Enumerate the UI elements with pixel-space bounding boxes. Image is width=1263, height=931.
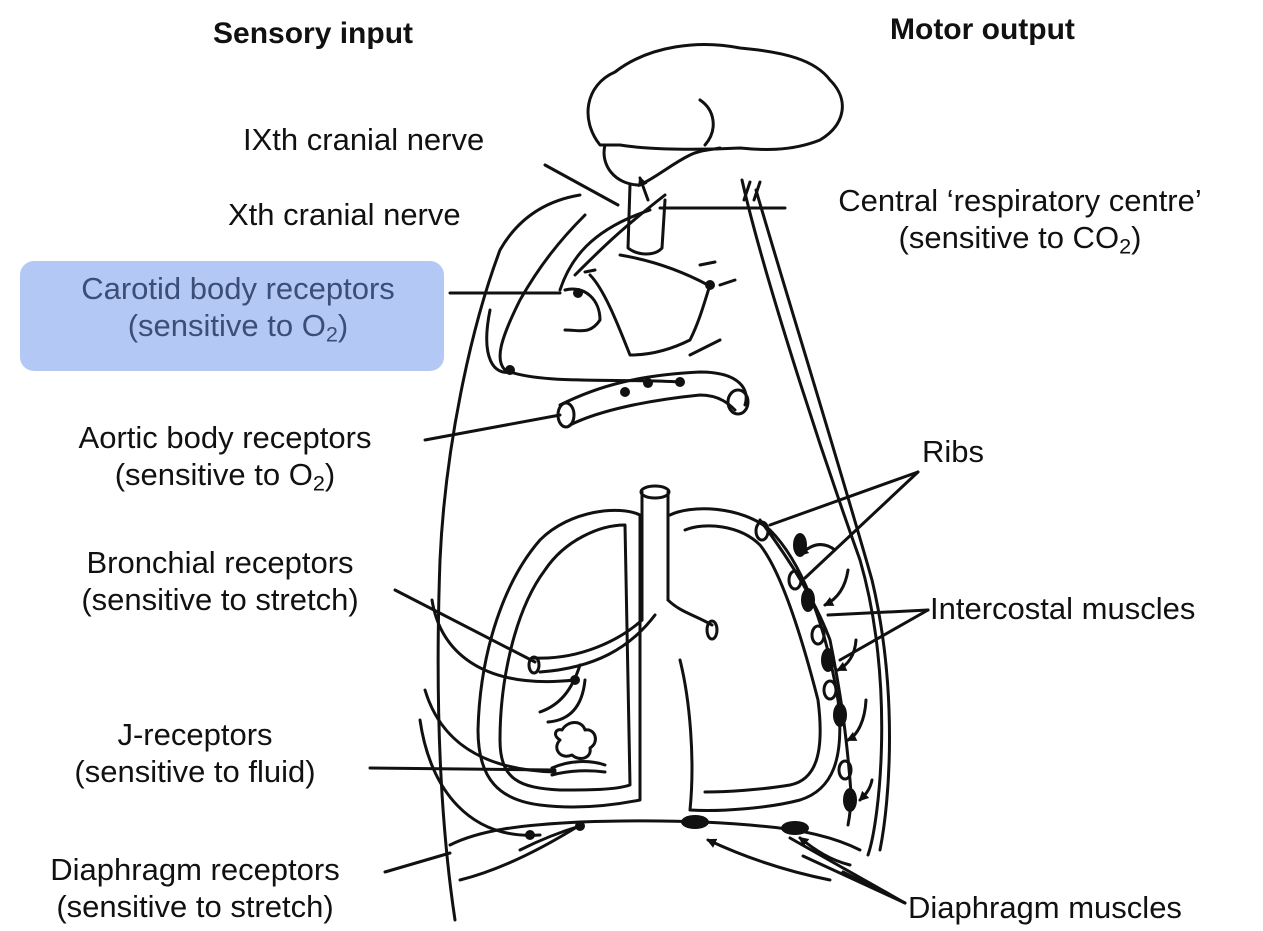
carotid-artery: [565, 289, 600, 331]
ribs-label: Ribs: [922, 434, 984, 471]
trachea: [642, 492, 668, 620]
diaphragm-receptors-line1: Diaphragm receptors: [0, 852, 390, 889]
central-line2-end: ): [1131, 220, 1141, 255]
j-receptors-line1: J-receptors: [30, 717, 360, 754]
diaphragm-muscle: [681, 815, 709, 829]
bronchial-line2: (sensitive to stretch): [20, 582, 420, 619]
j-receptors-line2: (sensitive to fluid): [30, 754, 360, 791]
central-respiratory-centre-label: Central ‘respiratory centre’ (sensitive …: [785, 183, 1255, 256]
aortic-line2: (sensitive to O: [115, 457, 313, 492]
j-receptors-label: J-receptors (sensitive to fluid): [30, 717, 360, 790]
carotid-line2-end: ): [338, 308, 348, 343]
tenth-cranial-nerve-label: Xth cranial nerve: [228, 197, 461, 234]
carotid-line2: (sensitive to O: [128, 308, 326, 343]
central-line2: (sensitive to CO: [899, 220, 1120, 255]
body-outline-right-inner: [756, 190, 890, 850]
aortic-line2-end: ): [325, 457, 335, 492]
brainstem: [604, 145, 720, 185]
carotid-body-label: Carotid body receptors (sensitive to O2): [38, 271, 438, 344]
central-sub: 2: [1119, 233, 1131, 258]
carotid-line1: Carotid body receptors: [38, 271, 438, 308]
diaphragm-receptors-label: Diaphragm receptors (sensitive to stretc…: [0, 852, 390, 925]
brain: [588, 45, 842, 150]
aortic-line1: Aortic body receptors: [30, 420, 420, 457]
ninth-cranial-nerve-label: IXth cranial nerve: [243, 122, 484, 159]
diaphragm-muscles-label: Diaphragm muscles: [908, 890, 1182, 927]
intercostal-muscles-label: Intercostal muscles: [930, 591, 1195, 628]
aortic-body-label: Aortic body receptors (sensitive to O2): [30, 420, 420, 493]
j-receptor-sac: [556, 723, 596, 759]
bronchial-line1: Bronchial receptors: [20, 545, 420, 582]
body-outline-left: [438, 195, 580, 920]
body-outline-right-outer: [742, 180, 882, 855]
carotid-sub: 2: [326, 321, 338, 346]
intercostal-muscle: [793, 533, 807, 557]
central-line1: Central ‘respiratory centre’: [785, 183, 1255, 220]
motor-output-heading: Motor output: [890, 12, 1075, 47]
diaphragm-receptors-line2: (sensitive to stretch): [0, 889, 390, 926]
aortic-sub: 2: [313, 470, 325, 495]
sensory-input-heading: Sensory input: [213, 16, 413, 51]
bronchial-receptors-label: Bronchial receptors (sensitive to stretc…: [20, 545, 420, 618]
